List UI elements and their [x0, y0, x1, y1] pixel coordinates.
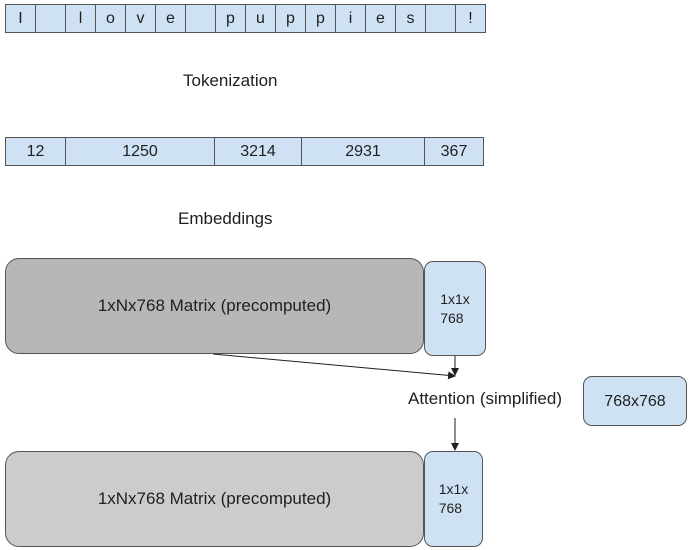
- token-cell: 3214: [214, 137, 302, 166]
- token-cell: 367: [424, 137, 484, 166]
- char-cell: i: [335, 4, 366, 33]
- char-cell: e: [365, 4, 396, 33]
- weights-label: 768x768: [604, 392, 666, 410]
- matrix-to-attention-arrow: [212, 353, 456, 380]
- token-cell: 2931: [301, 137, 425, 166]
- bottom-vector-line2: 768: [438, 500, 463, 516]
- char-cell: I: [5, 4, 36, 33]
- top-matrix-label: 1xNx768 Matrix (precomputed): [97, 296, 332, 315]
- char-cell: p: [215, 4, 246, 33]
- top-vector-box: 1x1x 768: [424, 261, 486, 356]
- char-cell: !: [455, 4, 486, 33]
- weights-box: 768x768: [583, 376, 687, 426]
- char-cell: o: [95, 4, 126, 33]
- token-cell: 12: [5, 137, 66, 166]
- bottom-embedding-matrix: 1xNx768 Matrix (precomputed): [5, 451, 424, 547]
- character-strip: I l o v e p u p p i e s !: [5, 4, 486, 33]
- char-cell: [35, 4, 66, 33]
- char-cell: u: [245, 4, 276, 33]
- token-cell: 1250: [65, 137, 215, 166]
- bottom-vector-line1: 1x1x: [438, 481, 469, 497]
- tokenization-label: Tokenization: [183, 71, 278, 90]
- bottom-vector-box: 1x1x 768: [424, 451, 483, 547]
- token-strip: 12 1250 3214 2931 367: [5, 137, 484, 166]
- top-embedding-matrix: 1xNx768 Matrix (precomputed): [5, 258, 424, 354]
- attention-label: Attention (simplified): [408, 389, 563, 408]
- top-vector-line1: 1x1x: [440, 290, 470, 307]
- bottom-matrix-label: 1xNx768 Matrix (precomputed): [97, 489, 332, 508]
- char-cell: s: [395, 4, 426, 33]
- top-vector-line2: 768: [440, 309, 464, 326]
- char-cell: [185, 4, 216, 33]
- char-cell: e: [155, 4, 186, 33]
- embeddings-label: Embeddings: [178, 209, 273, 228]
